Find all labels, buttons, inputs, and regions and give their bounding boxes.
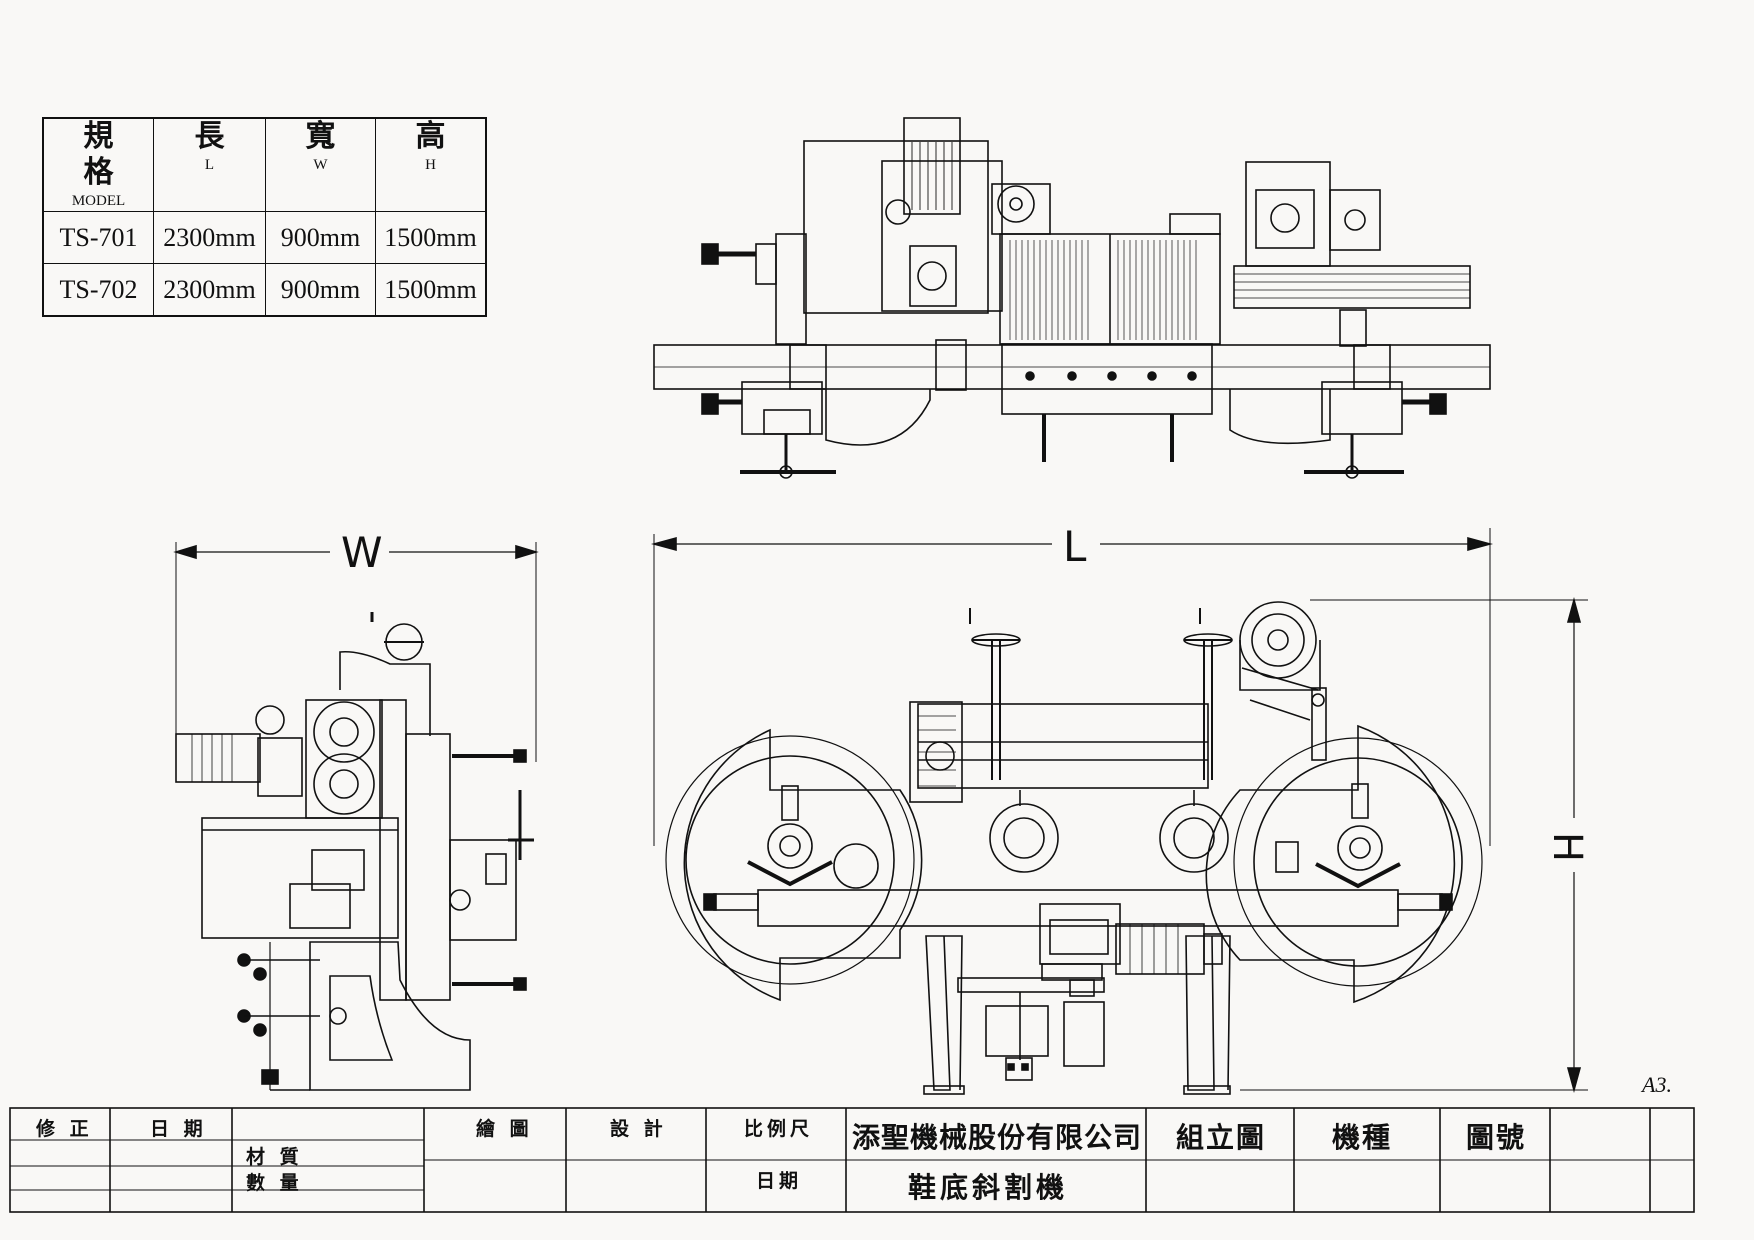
drawing-type: 組立圖 — [1176, 1121, 1267, 1154]
front-left-roller — [989, 803, 1059, 873]
drawn-by-label: 繪 圖 — [476, 1118, 533, 1140]
front-bottom-motor — [1115, 923, 1205, 975]
front-right-leg — [1185, 935, 1231, 1091]
spec-width: 900mm — [265, 211, 376, 264]
company-name: 添聖機械股份有限公司 — [852, 1121, 1143, 1154]
front-left-wheel — [683, 728, 923, 1002]
top-right-motor — [1245, 161, 1331, 267]
width-en-label: W — [313, 157, 328, 173]
height-en-label: H — [425, 157, 436, 173]
top-right-belt-pulley — [1233, 265, 1471, 309]
date-label: 日 期 — [150, 1118, 207, 1140]
material-label: 材 質 — [246, 1146, 303, 1168]
title-block: 修 正 日 期 材 質 數 量 繪 圖 設 計 比例尺 日期 添聖機械股份有限公… — [10, 1108, 1694, 1212]
spec-model: TS-701 — [42, 211, 154, 264]
width-cn-label: 寬 — [305, 120, 336, 153]
spec-table: 規 格 MODEL 長 L 寬 W 高 H TS-701 2300mm 900m… — [42, 117, 487, 317]
side-body — [201, 817, 399, 939]
side-view — [173, 542, 539, 1091]
length-en-label: L — [204, 157, 215, 173]
spec-header-row: 規 格 MODEL 長 L 寬 W 高 H — [42, 117, 487, 212]
front-left-leg — [925, 935, 963, 1091]
designed-by-label: 設 計 — [610, 1118, 667, 1140]
length-cn-label: 長 — [194, 120, 225, 153]
model-en-label: MODEL — [71, 193, 126, 209]
machine-type-label: 機種 — [1332, 1121, 1393, 1154]
top-left-housing — [803, 140, 989, 314]
date2-label: 日期 — [756, 1170, 803, 1192]
front-right-wheel — [1205, 724, 1456, 1004]
revision-label: 修 正 — [36, 1118, 93, 1140]
spec-model: TS-702 — [42, 263, 154, 317]
spec-width: 900mm — [265, 263, 376, 317]
drawing-number-label: 圖號 — [1466, 1121, 1527, 1154]
spec-header-model: 規 格 MODEL — [42, 117, 154, 212]
length-dimension-label: L — [1055, 522, 1095, 571]
side-upper-pulley — [313, 701, 375, 763]
spec-length: 2300mm — [153, 263, 266, 317]
height-dimension-label: H — [1544, 831, 1591, 863]
front-view — [650, 528, 1588, 1095]
top-cutter-lower-plate — [1001, 343, 1213, 415]
top-view — [653, 117, 1491, 479]
spec-row: TS-702 2300mm 900mm 1500mm — [42, 263, 487, 317]
top-left-motor — [903, 117, 961, 215]
spec-height: 1500mm — [375, 211, 487, 264]
sheet-size-label: A3. — [1642, 1072, 1672, 1097]
product-name: 鞋底斜割機 — [908, 1171, 1069, 1204]
side-motor — [175, 733, 261, 783]
spec-header-height: 高 H — [375, 117, 487, 212]
height-cn-label: 高 — [415, 120, 446, 153]
scale-label: 比例尺 — [744, 1118, 814, 1140]
quantity-label: 數 量 — [246, 1172, 303, 1194]
side-base — [309, 941, 471, 1091]
width-dimension-label: W — [335, 528, 389, 577]
model-cn-label: 規 格 — [83, 120, 136, 189]
side-main-column — [405, 733, 451, 1001]
side-lower-pulley — [313, 753, 375, 815]
front-cutter-frame — [917, 703, 1209, 789]
title-block-frame — [9, 1107, 1695, 1213]
front-right-roller — [1159, 803, 1229, 873]
spec-length: 2300mm — [153, 211, 266, 264]
spec-height: 1500mm — [375, 263, 487, 317]
spec-row: TS-701 2300mm 900mm 1500mm — [42, 211, 487, 264]
